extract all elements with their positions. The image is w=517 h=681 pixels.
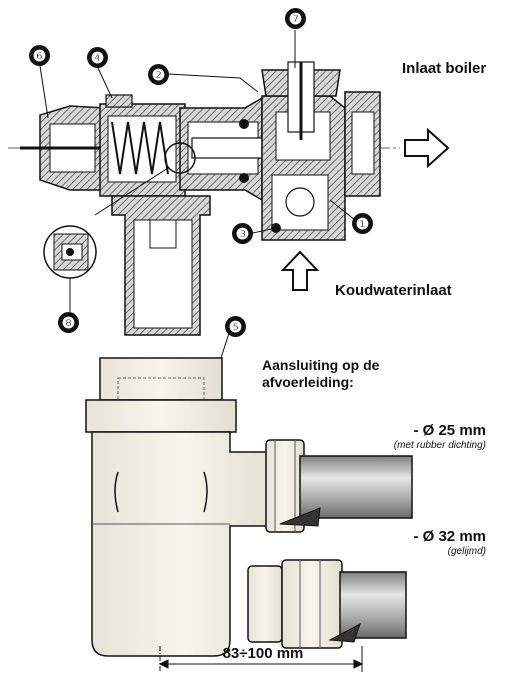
valve-assembly (20, 61, 381, 336)
label-dia-32-note: (gelijmd) (447, 546, 486, 557)
dimension-line (158, 646, 364, 672)
label-dia-32: - Ø 32 mm (413, 528, 486, 545)
callout-1: ❶ (352, 213, 373, 234)
label-drain-connection: Aansluiting op de afvoerleiding: (262, 357, 380, 390)
label-dia-25-note: (met rubber dichting) (393, 440, 486, 451)
pipe-32mm (339, 571, 407, 639)
callout-7: ❼ (285, 8, 306, 29)
check-valve (285, 187, 315, 217)
label-dia-25: - Ø 25 mm (413, 422, 486, 439)
label-dimension: 83÷100 mm (222, 645, 304, 662)
callout-5: ❺ (225, 316, 246, 337)
spring (111, 121, 169, 175)
label-inlet-boiler: Inlaat boiler (402, 60, 487, 77)
callout-8: ❽ (58, 312, 79, 333)
callout-6: ❻ (29, 45, 50, 66)
hollow-arrow-up-icon (280, 250, 320, 291)
callout-2: ❷ (148, 64, 169, 85)
detail-zoom (43, 167, 169, 312)
hollow-arrow-right-icon (404, 127, 450, 169)
callout-3: ❸ (232, 223, 253, 244)
pipe-25mm (299, 455, 413, 519)
siphon (85, 357, 413, 657)
label-cold-water-inlet: Koudwaterinlaat (335, 282, 452, 299)
adjust-nut (105, 94, 133, 108)
callout-4: ❹ (87, 47, 108, 68)
leader-lines (39, 30, 356, 393)
detail-circle (164, 142, 196, 174)
